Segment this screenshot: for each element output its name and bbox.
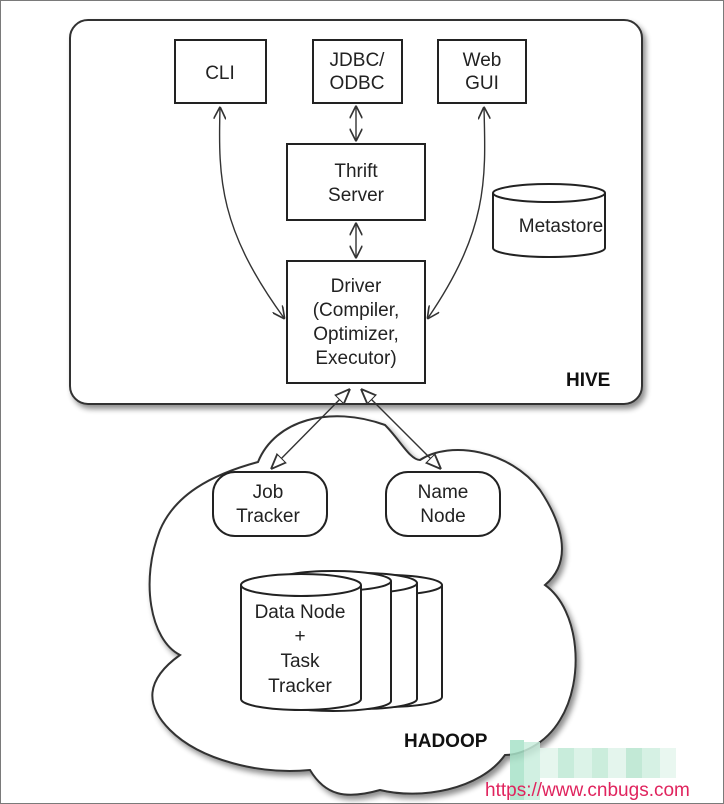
job-tracker-box [212, 471, 328, 537]
web-gui-label-1: Web [463, 50, 502, 71]
jdbc-odbc-label-2: ODBC [330, 73, 385, 94]
name-node-box [385, 471, 501, 537]
driver-box [286, 260, 426, 384]
data-node-label-3: Task [280, 651, 320, 672]
webgui-driver-arrow [428, 108, 485, 318]
cli-driver-arrow [220, 108, 284, 318]
hadoop-label: HADOOP [404, 731, 488, 752]
data-node-label-2: + [294, 626, 305, 647]
web-gui-box [437, 39, 527, 104]
web-gui-label-2: GUI [465, 73, 499, 94]
name-node-label-1: Name [418, 482, 469, 503]
hive-label: HIVE [566, 370, 610, 391]
driver-label-4: Executor) [315, 348, 396, 369]
driver-label-1: Driver [331, 276, 382, 297]
jdbc-odbc-box [312, 39, 403, 104]
watermark-url: https://www.cnbugs.com [485, 780, 690, 801]
cli-label: CLI [205, 63, 235, 84]
thrift-server-label-2: Server [328, 185, 385, 206]
thrift-server-box [286, 143, 426, 221]
metastore-label: Metastore [519, 216, 603, 237]
data-node-cylinder-front [240, 573, 362, 711]
metastore-cylinder [492, 183, 606, 258]
data-node-cylinder-stack [240, 570, 443, 712]
driver-namenode-arrow [362, 390, 440, 468]
cli-box [174, 39, 267, 104]
watermark-mosaic [510, 740, 676, 800]
job-tracker-label-1: Job [253, 482, 284, 503]
driver-label-3: Optimizer, [313, 324, 399, 345]
name-node-label-2: Node [420, 506, 465, 527]
driver-jobtracker-arrow [272, 390, 349, 468]
data-node-label-4: Tracker [268, 676, 332, 697]
data-node-label-1: Data Node [255, 602, 346, 623]
job-tracker-label-2: Tracker [236, 506, 300, 527]
thrift-server-label-1: Thrift [334, 161, 378, 182]
jdbc-odbc-label-1: JDBC/ [330, 50, 386, 71]
driver-label-2: (Compiler, [313, 300, 400, 321]
